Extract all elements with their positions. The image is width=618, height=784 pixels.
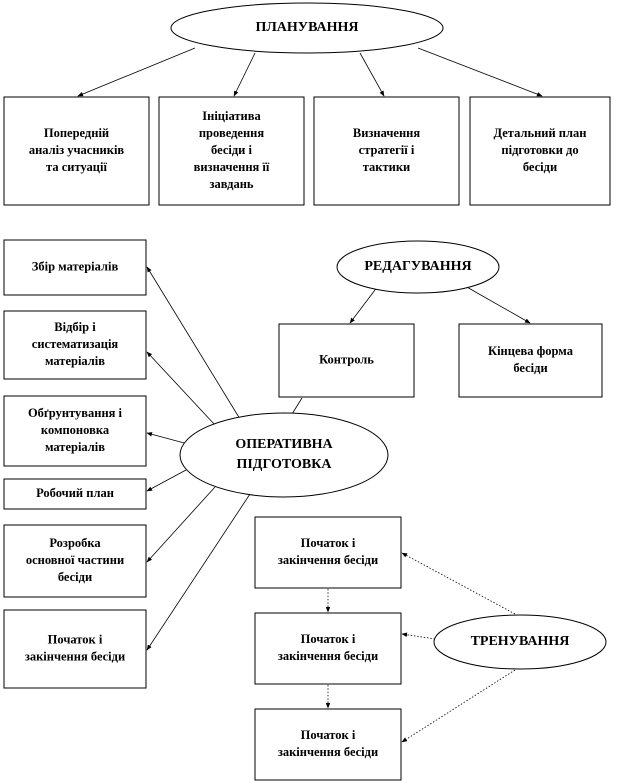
editing-ellipse-shape — [336, 240, 500, 294]
planning-arrow-4 — [417, 47, 543, 97]
planning-box-2-line-2: проведення — [199, 126, 265, 140]
operative-box-6-line-2: закінчення бесіди — [25, 649, 125, 663]
training-box-3-frame — [254, 708, 402, 781]
planning-box-3-line-2: стратегії і — [359, 143, 415, 157]
training-box-1-line-2: закінчення бесіди — [278, 553, 378, 567]
training-box-1: Початок і закінчення бесіди — [254, 516, 402, 589]
planning-box-1-line-2: аналіз учасників — [29, 143, 125, 157]
operative-box-3: Обґрунтування і компоновка матеріалів — [3, 395, 147, 467]
planning-arrow-3 — [359, 52, 385, 97]
operative-ellipse-shape — [179, 412, 389, 498]
connectors — [77, 47, 543, 743]
operative-box-1-line-1: Збір матеріалів — [32, 259, 119, 273]
editing-box-2-line-2: бесіди — [513, 361, 547, 375]
planning-box-2-line-5: завдань — [209, 177, 253, 191]
planning-box-2-line-4: визначення її — [194, 160, 270, 174]
editing-box-1: Контроль — [278, 323, 415, 398]
planning-box-1: Попередній аналіз учасників та ситуації — [3, 96, 150, 206]
operative-box-4-frame — [3, 478, 147, 510]
training-box-2-line-2: закінчення бесіди — [278, 649, 378, 663]
planning-box-3: Визначення стратегії і тактики — [313, 96, 460, 206]
planning-box-4: Детальний план підготовки до бесіди — [469, 96, 611, 206]
operative-box-6-line-1: Початок і — [48, 632, 103, 646]
operative-box-3-line-1: Обґрунтування і — [28, 406, 123, 420]
operative-box-4-line-1: Робочий план — [36, 486, 114, 500]
operative-box-2: Відбір і систематизація матеріалів — [3, 310, 147, 380]
operative-box-5-line-2: основної частини — [26, 553, 124, 567]
operative-box-3-line-2: компоновка — [41, 423, 110, 437]
training-box-3: Початок і закінчення бесіди — [254, 708, 402, 781]
planning-arrow-2 — [233, 52, 256, 97]
training-box-2: Початок і закінчення бесіди — [254, 612, 402, 685]
operative-box-5-frame — [3, 524, 147, 598]
operative-box-5: Розробка основної частини бесіди — [3, 524, 147, 598]
planning-box-3-line-3: тактики — [363, 160, 411, 174]
editing-box-2-line-1: Кінцева форма — [488, 344, 574, 358]
editing-box-1-line-1: Контроль — [319, 352, 374, 366]
planning-box-1-line-1: Попередній — [44, 126, 109, 140]
operative-box-5-line-1: Розробка — [49, 536, 101, 550]
training-arrow-3 — [401, 669, 516, 743]
operative-arrow-6 — [146, 493, 251, 651]
operative-arrow-3 — [146, 432, 189, 445]
training-arrow-2 — [401, 632, 436, 640]
operative-arrow-5 — [146, 486, 216, 563]
operative-box-3-frame — [3, 395, 147, 467]
editing-arrow-2 — [464, 285, 531, 324]
training-ellipse-shape — [433, 614, 607, 670]
planning-box-4-line-1: Детальний план — [494, 126, 587, 140]
editing-arrow-1 — [349, 285, 379, 324]
editing-ellipse: РЕДАГУВАННЯ — [336, 240, 500, 294]
planning-box-2-line-1: Ініціатива — [202, 109, 261, 123]
planning-ellipse: ПЛАНУВАННЯ — [170, 2, 444, 54]
operative-ellipse-line-2: ПІДГОТОВКА — [236, 457, 332, 472]
training-box-3-line-1: Початок і — [301, 728, 356, 742]
operative-ellipse-line-1: ОПЕРАТИВНА — [235, 437, 333, 452]
planning-box-2-frame — [158, 96, 305, 206]
operative-box-2-frame — [3, 310, 147, 380]
planning-box-3-line-1: Визначення — [353, 126, 421, 140]
planning-box-1-line-3: та ситуації — [46, 160, 107, 174]
planning-arrow-1 — [77, 47, 196, 97]
editing-ellipse-label: РЕДАГУВАННЯ — [364, 259, 471, 274]
planning-box-1-frame — [3, 96, 150, 206]
training-ellipse: ТРЕНУВАННЯ — [433, 614, 607, 670]
operative-box-3-line-3: матеріалів — [45, 440, 105, 454]
training-box-3-line-2: закінчення бесіди — [278, 745, 378, 759]
operative-arrow-2 — [146, 351, 216, 426]
operative-box-6-frame — [3, 609, 147, 689]
operative-box-2-line-1: Відбір і — [54, 320, 96, 334]
planning-box-4-line-3: бесіди — [523, 160, 557, 174]
operative-box-2-line-3: матеріалів — [45, 354, 105, 368]
editing-box-1-frame — [278, 323, 415, 398]
operative-arrow-4 — [146, 469, 187, 492]
planning-ellipse-shape — [170, 2, 444, 54]
operative-box-1: Збір матеріалів — [3, 239, 147, 296]
planning-box-3-frame — [313, 96, 460, 206]
planning-box-2: Ініціатива проведення бесіди і визначення ї… — [158, 96, 305, 206]
training-box-2-line-1: Початок і — [301, 632, 356, 646]
operative-box-6: Початок і закінчення бесіди — [3, 609, 147, 689]
training-box-1-line-1: Початок і — [301, 536, 356, 550]
planning-box-2-line-3: бесіди і — [211, 143, 252, 157]
operative-box-2-line-2: систематизація — [32, 337, 119, 351]
training-ellipse-label: ТРЕНУВАННЯ — [471, 634, 570, 649]
operative-box-1-frame — [3, 239, 147, 296]
operative-arrow-1 — [146, 266, 241, 420]
planning-ellipse-label: ПЛАНУВАННЯ — [255, 20, 358, 35]
editing-operative-link — [291, 397, 303, 415]
training-box-1-frame — [254, 516, 402, 589]
planning-box-4-frame — [469, 96, 611, 206]
operative-box-4: Робочий план — [3, 478, 147, 510]
training-arrow-1 — [401, 552, 516, 615]
operative-ellipse: ОПЕРАТИВНА ПІДГОТОВКА — [179, 412, 389, 498]
planning-box-4-line-2: підготовки до — [501, 143, 578, 157]
operative-box-5-line-3: бесіди — [58, 570, 92, 584]
training-box-2-frame — [254, 612, 402, 685]
editing-box-2-frame — [458, 323, 603, 398]
nodes: ПЛАНУВАННЯ Попередній аналіз учасників та с… — [3, 2, 611, 781]
editing-box-2: Кінцева форма бесіди — [458, 323, 603, 398]
